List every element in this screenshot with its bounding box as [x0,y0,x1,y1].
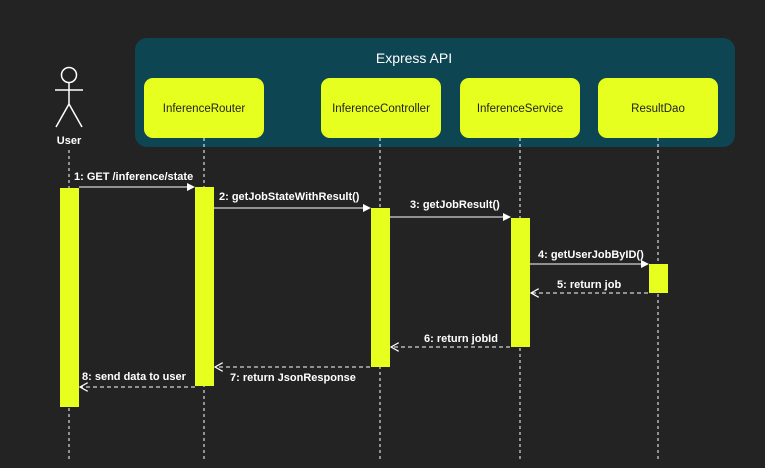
actor-label: User [57,135,82,147]
group-label: Express API [376,50,452,66]
message-4-label: 4: getUserJobByID() [538,249,644,261]
message-1-label: 1: GET /inference/state [74,171,193,183]
participant-router-label: InferenceRouter [163,103,246,115]
participant-dao [598,78,718,138]
router-activation [195,187,214,386]
dao-activation [649,264,668,293]
participant-router [144,78,264,138]
participant-controller-label: InferenceController [332,103,430,115]
user-activation [60,188,79,407]
controller-activation [371,208,390,367]
stick-figure-icon [55,66,83,128]
participant-service [460,78,580,138]
message-5-label: 5: return job [557,279,621,291]
message-6-label: 6: return jobId [424,333,498,345]
participant-dao-label: ResultDao [631,103,685,115]
message-7-label: 7: return JsonResponse [230,372,356,384]
service-activation [511,218,530,347]
participant-service-label: InferenceService [477,103,563,115]
message-2-label: 2: getJobStateWithResult() [219,191,360,203]
message-8-label: 8: send data to user [82,371,187,383]
participant-controller [321,78,441,138]
message-3-label: 3: getJobResult() [410,199,500,211]
